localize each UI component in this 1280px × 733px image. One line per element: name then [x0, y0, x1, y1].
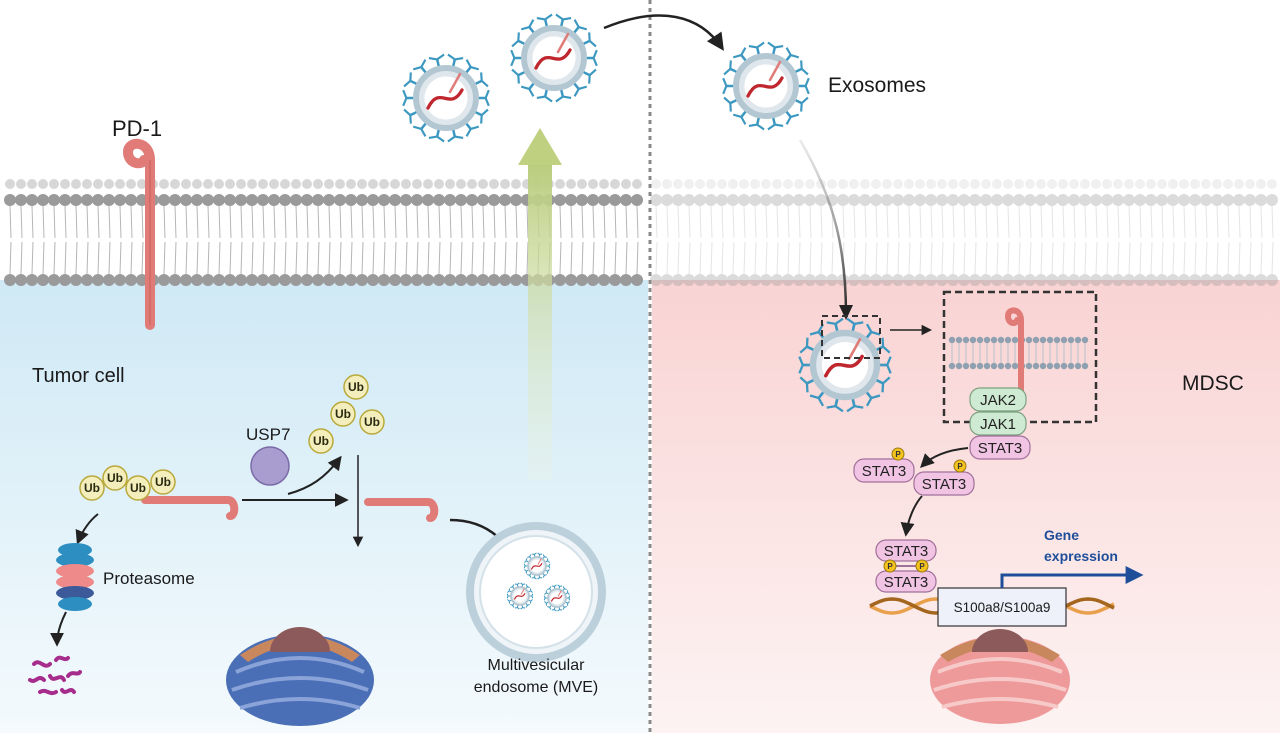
pd1-receptor	[122, 138, 155, 330]
transcription-arrow	[1000, 566, 1144, 588]
tumor-golgi-er	[226, 627, 374, 726]
mve-exosome	[523, 552, 551, 580]
ubiquitin-label: Ub	[155, 475, 171, 489]
mve-label-line2: endosome (MVE)	[474, 679, 599, 696]
tumor-cell-membrane	[4, 179, 643, 286]
ubiquitin-label: Ub	[130, 481, 146, 495]
ubiquitin-label: Ub	[335, 407, 351, 421]
exosome-transfer-arrow	[603, 14, 724, 51]
gene-expression-line2: expression	[1044, 548, 1118, 564]
jak1-box: JAK1	[969, 411, 1027, 436]
exosome-uptake-arrow	[798, 139, 848, 316]
stat3-label: STAT3	[978, 440, 1022, 457]
stat3-release-arrow	[920, 447, 969, 468]
jak2-label: JAK2	[980, 392, 1016, 409]
stat3-label: STAT3	[884, 574, 928, 591]
phospho-label: P	[919, 562, 925, 571]
multivesicular-endosome	[466, 522, 606, 662]
peptide-arrow	[50, 611, 67, 647]
ubiquitin-label: Ub	[348, 380, 364, 394]
proteasome	[56, 543, 94, 611]
secretion-arrow	[518, 128, 562, 480]
ubiquitin-label: Ub	[84, 481, 100, 495]
stat3-dimer: STAT3 STAT3 P P	[875, 539, 937, 593]
released-ubiquitins: Ub Ub Ub Ub	[308, 374, 385, 454]
ubiquitin-release-arrow	[287, 455, 342, 495]
stat3-label: STAT3	[922, 476, 966, 493]
exosome	[510, 13, 598, 103]
stat3-label: STAT3	[862, 463, 906, 480]
mve-exosome	[506, 582, 534, 610]
pd1-label: PD-1	[112, 116, 162, 141]
jak1-label: JAK1	[980, 416, 1016, 433]
mve-exosome	[543, 584, 571, 612]
stabilized-pd1	[364, 498, 439, 522]
usp7-label: USP7	[246, 425, 290, 444]
degradation-arrow	[75, 513, 99, 545]
proteasome-label: Proteasome	[103, 569, 195, 588]
zoomed-membrane	[948, 336, 1089, 370]
exosome	[722, 41, 810, 131]
phospho-stat3-a: STAT3 P	[853, 447, 915, 483]
zoomed-pd1	[1004, 307, 1024, 395]
gene-expression-line1: Gene	[1044, 527, 1079, 543]
exosome	[402, 53, 490, 143]
stat3-bound-box: STAT3	[969, 435, 1031, 460]
ubiquitin-label: Ub	[107, 471, 123, 485]
nuclear-translocation-arrow	[900, 495, 923, 537]
phospho-label: P	[957, 462, 963, 471]
target-gene-box: S100a8/S100a9	[937, 587, 1067, 627]
exosome	[798, 317, 892, 413]
mdsc-label: MDSC	[1182, 372, 1244, 395]
ubiquitin-label: Ub	[364, 415, 380, 429]
ubiquitin-label: Ub	[313, 434, 329, 448]
gene-box-label: S100a8/S100a9	[954, 600, 1051, 615]
phospho-label: P	[887, 562, 893, 571]
stat3-label: STAT3	[884, 543, 928, 560]
mve-label-line1: Multivesicular	[488, 657, 586, 674]
degraded-peptides	[28, 655, 82, 696]
exosomes-label: Exosomes	[828, 74, 926, 97]
tumor-cell-label: Tumor cell	[32, 365, 125, 387]
dna-helix	[869, 597, 1115, 615]
phospho-label: P	[895, 450, 901, 459]
mdsc-membrane	[650, 179, 1278, 286]
ubiquitinated-pd1: Ub Ub Ub Ub	[79, 465, 239, 520]
mdsc-golgi-er	[930, 629, 1070, 724]
jak2-box: JAK2	[969, 387, 1027, 412]
ubiquitin-chain: Ub Ub Ub Ub	[79, 465, 176, 501]
phospho-stat3-b: STAT3 P	[913, 459, 975, 496]
usp7-enzyme	[250, 446, 290, 486]
